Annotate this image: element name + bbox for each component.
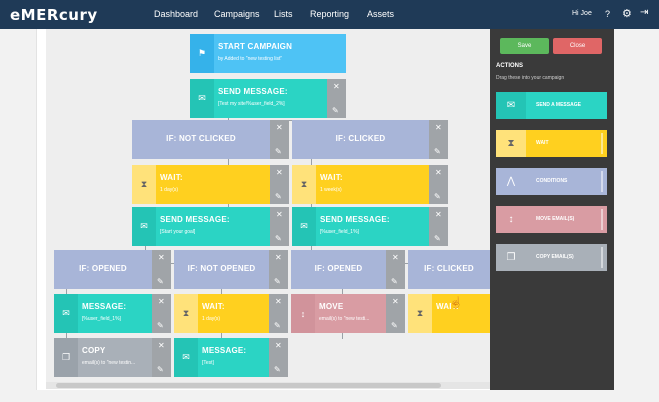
close-icon[interactable]: ✕ (275, 297, 282, 306)
edit-icon[interactable]: ✎ (332, 106, 339, 115)
edit-icon[interactable]: ✎ (275, 147, 282, 156)
envelope-icon: ✉ (132, 207, 156, 246)
action-copy-emails[interactable]: ❐ COPY EMAIL(S) (496, 244, 607, 271)
scrollbar-thumb[interactable] (56, 383, 441, 388)
close-icon[interactable]: ✕ (275, 341, 282, 350)
node-if-not-clicked[interactable]: IF: NOT CLICKED ✕✎ (132, 120, 289, 159)
node-copy[interactable]: ❐ COPY email(s) to "new testin... ✕✎ (54, 338, 171, 377)
top-navigation-bar: eMERcury Dashboard Campaigns Lists Repor… (0, 0, 659, 29)
edit-icon[interactable]: ✎ (274, 365, 281, 374)
node-send-message-1[interactable]: ✉ SEND MESSAGE: [Test my site!%user_fiel… (190, 79, 346, 118)
node-move[interactable]: ↕ MOVE email(s) to "new testi... ✕✎ (291, 294, 405, 333)
nav-lists[interactable]: Lists (274, 9, 293, 19)
user-greeting[interactable]: Hi Joe (572, 10, 592, 17)
nav-dashboard[interactable]: Dashboard (154, 9, 199, 19)
close-icon[interactable]: ✕ (392, 253, 399, 262)
close-icon[interactable]: ✕ (392, 297, 399, 306)
edit-icon[interactable]: ✎ (274, 277, 281, 286)
close-icon[interactable]: ✕ (276, 210, 283, 219)
edit-icon[interactable]: ✎ (275, 192, 282, 201)
node-wait-3[interactable]: ⧗ WAIT: 1 day(s) ✕✎ (174, 294, 288, 333)
save-button[interactable]: Save (500, 38, 549, 54)
edit-icon[interactable]: ✎ (391, 321, 398, 330)
node-if-opened-2[interactable]: IF: OPENED ✕✎ (291, 250, 405, 289)
move-arrows-icon: ↕ (508, 214, 514, 225)
close-icon[interactable]: ✕ (158, 341, 165, 350)
node-if-not-opened[interactable]: IF: NOT OPENED ✕✎ (174, 250, 288, 289)
edit-icon[interactable]: ✎ (274, 321, 281, 330)
edit-icon[interactable]: ✎ (391, 277, 398, 286)
edit-icon[interactable]: ✎ (157, 321, 164, 330)
edit-icon[interactable]: ✎ (434, 147, 441, 156)
close-icon[interactable]: ✕ (435, 168, 442, 177)
close-icon[interactable]: ✕ (276, 123, 283, 132)
node-wait-4[interactable]: ⧗ WAIT: (408, 294, 490, 333)
envelope-icon: ✉ (292, 207, 316, 246)
copy-icon: ❐ (54, 338, 78, 377)
nav-assets[interactable]: Assets (367, 9, 395, 19)
node-if-opened-1[interactable]: IF: OPENED ✕✎ (54, 250, 171, 289)
close-icon[interactable]: ✕ (275, 253, 282, 262)
node-message[interactable]: ✉ MESSAGE: [%user_field_1%] ✕✎ (54, 294, 171, 333)
edit-icon[interactable]: ✎ (157, 365, 164, 374)
logout-icon[interactable]: ⇥ (640, 7, 649, 18)
actions-heading: ACTIONS (496, 63, 523, 69)
node-if-clicked-2[interactable]: IF: CLICKED (408, 250, 490, 289)
node-message-2[interactable]: ✉ MESSAGE: [Test] ✕✎ (174, 338, 288, 377)
node-if-clicked[interactable]: IF: CLICKED ✕✎ (292, 120, 448, 159)
close-button[interactable]: Close (553, 38, 602, 54)
hourglass-icon: ⧗ (292, 165, 316, 204)
horizontal-scrollbar[interactable] (46, 382, 490, 389)
node-wait-1[interactable]: ⧗ WAIT: 1 day(s) ✕✎ (132, 165, 289, 204)
close-icon[interactable]: ✕ (158, 297, 165, 306)
hourglass-icon: ⧗ (132, 165, 156, 204)
action-wait[interactable]: ⧗ WAIT (496, 130, 607, 157)
flag-icon: ⚑ (190, 34, 214, 73)
close-icon[interactable]: ✕ (435, 210, 442, 219)
close-icon[interactable]: ✕ (276, 168, 283, 177)
edit-icon[interactable]: ✎ (275, 234, 282, 243)
action-send-message[interactable]: ✉ SEND A MESSAGE (496, 92, 607, 119)
actions-panel: Save Close ACTIONS Drag these into your … (490, 29, 614, 390)
help-icon[interactable]: ? (605, 9, 611, 19)
envelope-icon: ✉ (54, 294, 78, 333)
node-send-message-2[interactable]: ✉ SEND MESSAGE: [Start your goal] ✕✎ (132, 207, 289, 246)
branch-icon: ⋀ (506, 176, 516, 187)
hourglass-icon: ⧗ (408, 294, 432, 333)
node-start-campaign[interactable]: ⚑ START CAMPAIGN by Added to "new testin… (190, 34, 346, 73)
close-icon[interactable]: ✕ (435, 123, 442, 132)
connector (66, 333, 67, 339)
edit-icon[interactable]: ✎ (434, 192, 441, 201)
hourglass-icon: ⧗ (174, 294, 198, 333)
move-arrows-icon: ↕ (291, 294, 315, 333)
envelope-icon: ✉ (174, 338, 198, 377)
close-icon[interactable]: ✕ (333, 82, 340, 91)
edit-icon[interactable]: ✎ (434, 234, 441, 243)
close-icon[interactable]: ✕ (158, 253, 165, 262)
nav-campaigns[interactable]: Campaigns (214, 9, 260, 19)
nav-reporting[interactable]: Reporting (310, 9, 350, 19)
action-conditions[interactable]: ⋀ CONDITIONS (496, 168, 607, 195)
envelope-icon: ✉ (190, 79, 214, 118)
app-logo[interactable]: eMERcury (10, 6, 98, 24)
hourglass-icon: ⧗ (496, 130, 526, 157)
node-send-message-3[interactable]: ✉ SEND MESSAGE: [%user_field_1%] ✕✎ (292, 207, 448, 246)
edit-icon[interactable]: ✎ (157, 277, 164, 286)
hand-cursor-icon: ☝ (449, 297, 463, 309)
gear-icon[interactable]: ⚙ (622, 8, 632, 20)
action-move-emails[interactable]: ↕ MOVE EMAIL(S) (496, 206, 607, 233)
node-wait-2[interactable]: ⧗ WAIT: 1 week(s) ✕✎ (292, 165, 448, 204)
actions-hint: Drag these into your campaign (496, 75, 565, 81)
copy-icon: ❐ (506, 252, 516, 263)
envelope-icon: ✉ (496, 92, 526, 119)
